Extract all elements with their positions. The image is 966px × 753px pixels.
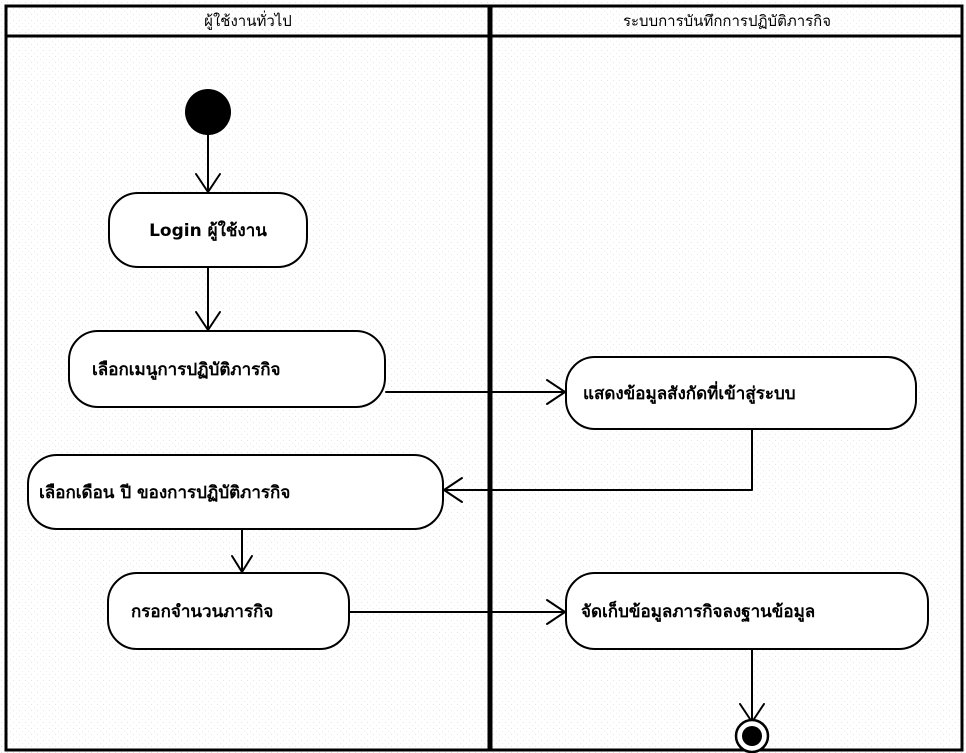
- action-show-info-label: แสดงข้อมูลสังกัดที่เข้าสู่ระบบ: [583, 383, 796, 404]
- action-store-data: จัดเก็บข้อมูลภารกิจลงฐานข้อมูล: [565, 572, 929, 650]
- diagram-frame: [4, 4, 964, 752]
- action-login: Login ผู้ใช้งาน: [108, 192, 308, 268]
- action-enter-count-label: กรอกจำนวนภารกิจ: [131, 601, 274, 622]
- final-node: [734, 718, 770, 753]
- action-select-month: เลือกเดือน ปี ของการปฏิบัติภารกิจ: [27, 454, 444, 530]
- lane-title-user: ผู้ใช้งานทั่วไป: [204, 12, 292, 30]
- action-login-label: Login ผู้ใช้งาน: [149, 220, 267, 241]
- action-show-info: แสดงข้อมูลสังกัดที่เข้าสู่ระบบ: [565, 356, 917, 430]
- action-enter-count: กรอกจำนวนภารกิจ: [107, 572, 350, 650]
- flow-info-to-month: [443, 429, 753, 491]
- action-select-menu-label: เลือกเมนูการปฏิบัติภารกิจ: [92, 359, 281, 380]
- lane-title-system: ระบบการบันทึกการปฏิบัติภารกิจ: [622, 12, 832, 30]
- action-select-menu: เลือกเมนูการปฏิบัติภารกิจ: [68, 330, 386, 408]
- initial-node: [185, 89, 231, 135]
- action-select-month-label: เลือกเดือน ปี ของการปฏิบัติภารกิจ: [39, 482, 291, 503]
- action-store-data-label: จัดเก็บข้อมูลภารกิจลงฐานข้อมูล: [581, 601, 816, 622]
